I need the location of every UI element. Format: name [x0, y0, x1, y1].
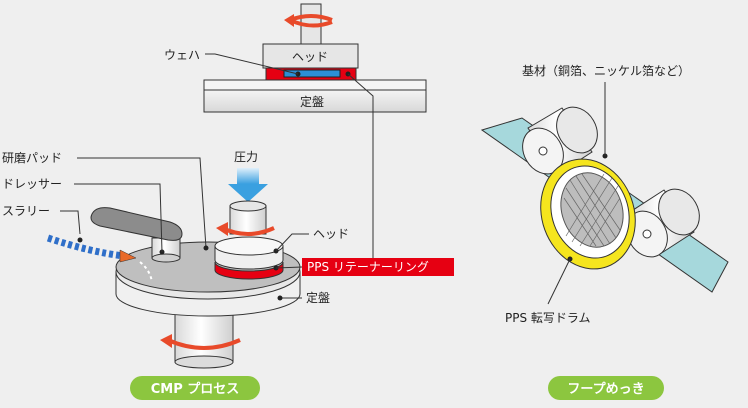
- platen-top-label: 定盤: [300, 94, 324, 109]
- slurry-nozzle: [46, 234, 153, 283]
- hoop-plating-badge: フープめっき: [548, 376, 664, 400]
- hoop-plating-badge-text: フープめっき: [567, 382, 644, 397]
- retainer-ring-label-text: PPS リテーナーリング: [307, 260, 429, 274]
- slurry-label: スラリー: [2, 204, 50, 218]
- right-roller: [626, 188, 700, 258]
- platen-label: 定盤: [306, 290, 330, 305]
- head-top-label: ヘッド: [292, 50, 328, 64]
- retainer-ring-label: PPS リテーナーリング: [302, 258, 454, 276]
- hoop-plating-assembly: [480, 106, 729, 293]
- cmp-process-badge: CMP プロセス: [130, 376, 260, 400]
- dresser: [90, 207, 183, 263]
- cmp-head: [214, 168, 284, 280]
- rotation-arrow-icon: [284, 14, 333, 28]
- rotation-arrow-icon: [160, 334, 241, 350]
- head-label: ヘッド: [313, 227, 349, 241]
- wafer-label: ウェハ: [164, 48, 200, 62]
- drum-label: PPS 転写ドラム: [505, 311, 591, 325]
- pps-drum: [540, 158, 636, 270]
- dresser-label: ドレッサー: [2, 177, 62, 191]
- wafer-top: [283, 69, 341, 78]
- left-roller: [522, 106, 598, 175]
- polishing-pad-label: 研磨パッド: [2, 151, 62, 165]
- pressure-label: 圧力: [234, 150, 258, 164]
- substrate-label: 基材（銅箔、ニッケル箔など）: [522, 63, 690, 78]
- top-head-assembly: ヘッド 定盤: [203, 3, 427, 113]
- rotation-arrow-icon: [216, 222, 275, 236]
- cmp-process-badge-text: CMP プロセス: [151, 382, 240, 397]
- down-arrow-icon: [228, 168, 268, 202]
